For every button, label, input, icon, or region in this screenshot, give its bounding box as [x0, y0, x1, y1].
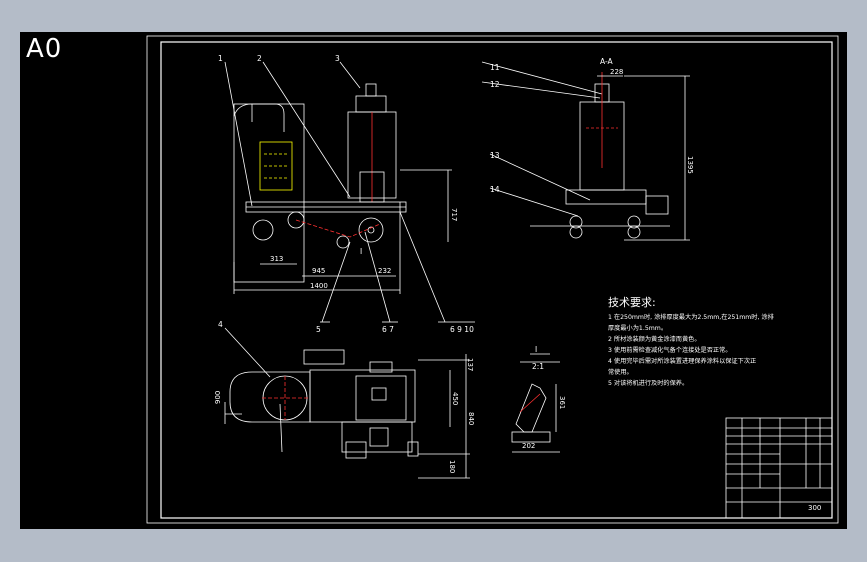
part-label-6-9-10: 6 9 10 [450, 325, 474, 334]
tech-line-5: 4 使用完毕后需对所涂装置进理保养涂料以保证下次正 [608, 357, 756, 365]
part-label-4: 4 [218, 320, 223, 329]
dim-228: 228 [610, 68, 623, 76]
dim-180: 180 [448, 460, 456, 473]
dim-137: 137 [466, 358, 474, 371]
outer-frame [146, 35, 839, 524]
dim-840: 840 [467, 412, 475, 425]
tech-line-6: 常使用。 [608, 368, 633, 376]
part-label-12: 12 [490, 80, 500, 89]
dim-361: 361 [558, 396, 566, 409]
part-label-13: 13 [490, 151, 500, 160]
tech-line-3: 2 所材涂装颜为黄金涂漆而黄色。 [608, 335, 701, 343]
part-label-14: 14 [490, 185, 500, 194]
title-block [725, 417, 833, 519]
dim-945: 945 [312, 267, 325, 275]
front-view [224, 61, 475, 323]
tech-line-2: 厚度最小为1.5mm。 [608, 324, 667, 332]
engineering-drawing: 1 2 3 4 5 6 7 6 9 10 11 12 13 14 I 313 9… [146, 35, 839, 524]
part-label-1: 1 [218, 54, 223, 63]
part-label-11: 11 [490, 63, 500, 72]
plan-view [224, 327, 470, 479]
section-view [481, 61, 690, 241]
part-label-I: I [360, 247, 362, 256]
drawing-sheet: 1 2 3 4 5 6 7 6 9 10 11 12 13 14 I 313 9… [20, 32, 847, 529]
part-label-5: 5 [316, 325, 321, 334]
part-label-6-7: 6 7 [382, 325, 394, 334]
title-block-stamp: 300 [808, 504, 821, 512]
dim-1395: 1395 [686, 156, 694, 174]
dim-313: 313 [270, 255, 283, 263]
detail-scale: 2:1 [532, 362, 544, 371]
dim-450: 450 [451, 392, 459, 405]
part-label-3: 3 [335, 54, 340, 63]
tech-line-4: 3 使用前需检查减化气备个连接处是否正常。 [608, 346, 731, 354]
tech-requirements-title: 技术要求: [608, 296, 656, 309]
inner-frame [160, 41, 833, 519]
dim-1400: 1400 [310, 282, 328, 290]
detail-title: I [535, 345, 537, 354]
tech-line-1: 1 在250mm时, 涂排厚度最大为2.5mm,在251mm时, 涂排 [608, 313, 774, 321]
detail-view [511, 353, 560, 453]
dim-900: 900 [214, 391, 222, 404]
section-title: A-A [600, 57, 614, 66]
tech-line-7: 5 对该将机进行及时的保养。 [608, 379, 688, 387]
part-label-2: 2 [257, 54, 262, 63]
dim-232: 232 [378, 267, 391, 275]
dim-202: 202 [522, 442, 535, 450]
sheet-size-label: A0 [26, 34, 63, 64]
dim-717: 717 [450, 208, 458, 221]
